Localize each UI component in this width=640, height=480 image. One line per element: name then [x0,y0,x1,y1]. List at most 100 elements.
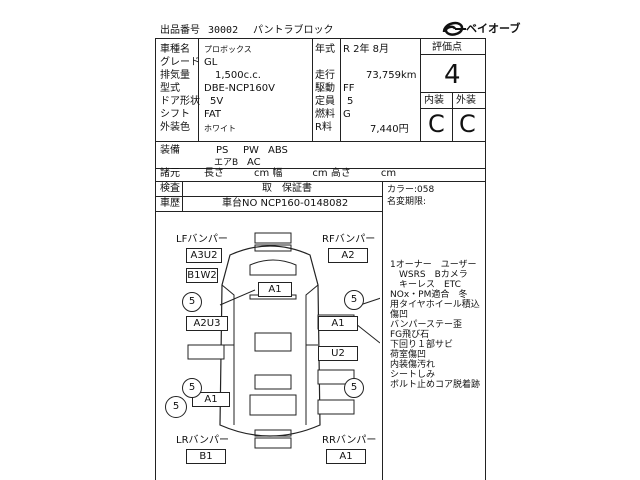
grade-label: グレード [160,57,200,68]
inspection-value: 取 保証書 [262,183,312,194]
grid-line [155,168,485,169]
dent-circle: 5 [182,292,202,312]
fuel-label: 燃料 [315,109,335,120]
equipment-label: 装備 [160,145,180,156]
shift-label: シフト [160,109,190,120]
note-line: ボルト止めコア脱着跡 [390,380,481,390]
notes-list: 1オーナー ユーザー WSRS Bカメラ キーレス ETC NOx・PM適合 冬… [390,260,485,390]
grid-line [420,54,485,55]
exterior-label: 外装 [456,95,476,106]
equip-airbag: エアB [214,158,239,168]
tax-label: R料 [315,122,332,133]
damage-mark-lr: A1 [192,392,230,407]
damage-mark-roof: A1 [258,282,292,297]
capacity-label: 定員 [315,96,335,107]
lr-bumper-label: LRバンパー [176,435,230,446]
damage-mark-u2: U2 [318,346,358,361]
displacement: 1,500c.c. [215,70,261,81]
grid-line [155,196,382,197]
lf-bumper-value: A3U2 [186,248,222,263]
header-rule [155,38,485,39]
note-line: バンパーステー歪 [390,320,463,330]
year: R 2年 8月 [343,44,390,55]
tax: 7,440円 [370,124,409,135]
grid-line [340,38,341,141]
capacity: 5 [347,96,354,107]
note-line: 傷凹 [390,310,409,320]
note-line: シートしみ [390,370,436,380]
brand-logo [440,18,520,40]
grid-line [198,38,199,141]
dims: 長さ cm 幅 cm 高さ cm [204,168,397,179]
grid-line [420,92,485,93]
fuel: G [343,109,351,120]
shift: FAT [204,109,222,120]
brand-name: ベイオーブ [466,22,521,35]
note-line: キーレス ETC [390,280,461,290]
color-code: カラー:058 [387,185,435,195]
lr-bumper-value: B1 [186,449,226,464]
grade: GL [204,57,218,68]
interior-label: 内装 [424,95,444,106]
inspection-label: 検査 [160,183,180,194]
car-name-label: 車種名 [160,44,190,55]
lot-number: 30002 [208,25,239,36]
damage-mark-rf-door: A1 [318,316,358,331]
exterior-score: C [459,110,476,138]
lot-label: 出品番号 [160,25,200,36]
note-line: 1オーナー ユーザー [390,260,477,270]
mileage: 73,759km [366,70,417,81]
grid-line [452,92,453,141]
note-line: 内装傷汚れ [390,360,436,370]
note-line: FG飛び石 [390,330,430,340]
rating-label: 評価点 [432,42,462,53]
grid-line [155,181,485,182]
rr-bumper-value: A1 [326,449,366,464]
note-line: 下回り１部サビ [390,340,454,350]
grid-line [420,38,421,141]
note-line: 荷室傷凹 [390,350,427,360]
equip-ac: AC [247,157,261,168]
note-line: WSRS Bカメラ [390,270,468,280]
drive-label: 駆動 [315,83,335,94]
note-line: 用タイヤホイール積込 [390,300,480,310]
displacement-label: 排気量 [160,70,190,81]
damage-mark-a2u3: A2U3 [186,316,228,331]
color-label: 外装色 [160,122,190,133]
dent-circle: 5 [165,396,187,418]
dent-circle: 5 [182,378,202,398]
dent-circle: 5 [344,378,364,398]
mileage-label: 走行 [315,70,335,81]
name-change: 名変期限: [387,197,427,207]
damage-mark-b1w2: B1W2 [186,268,218,283]
door-label: ドア形状 [160,96,200,107]
dent-circle: 5 [344,290,364,310]
model-name: パントラブロック [253,25,334,36]
equip-pw: PW [243,145,259,156]
grid-line [420,108,485,109]
chassis-label: 車歴 [160,198,180,209]
rf-bumper-label: RFバンパー [322,234,376,245]
model-label: 型式 [160,83,180,94]
note-line: NOx・PM適合 冬 [390,290,468,300]
equip-abs: ABS [268,145,288,156]
drive: FF [343,83,355,94]
frame-left [155,38,156,480]
rf-bumper-value: A2 [328,248,368,263]
rr-bumper-label: RRバンパー [322,435,377,446]
lf-bumper-label: LFバンパー [176,234,228,245]
car-name: プロボックス [204,45,252,54]
frame-right [485,38,486,480]
brand-logo-icon [442,21,466,36]
equip-ps: PS [216,145,229,156]
grid-line [312,38,313,141]
dims-label: 諸元 [160,168,180,179]
chassis: 車台NO NCP160-0148082 [222,198,349,209]
model: DBE-NCP160V [204,83,275,94]
color: ホワイト [204,124,236,133]
grid-line [382,181,383,480]
interior-score: C [428,110,445,138]
rating: 4 [444,60,461,90]
grid-line [155,211,382,212]
door: 5V [210,96,224,107]
